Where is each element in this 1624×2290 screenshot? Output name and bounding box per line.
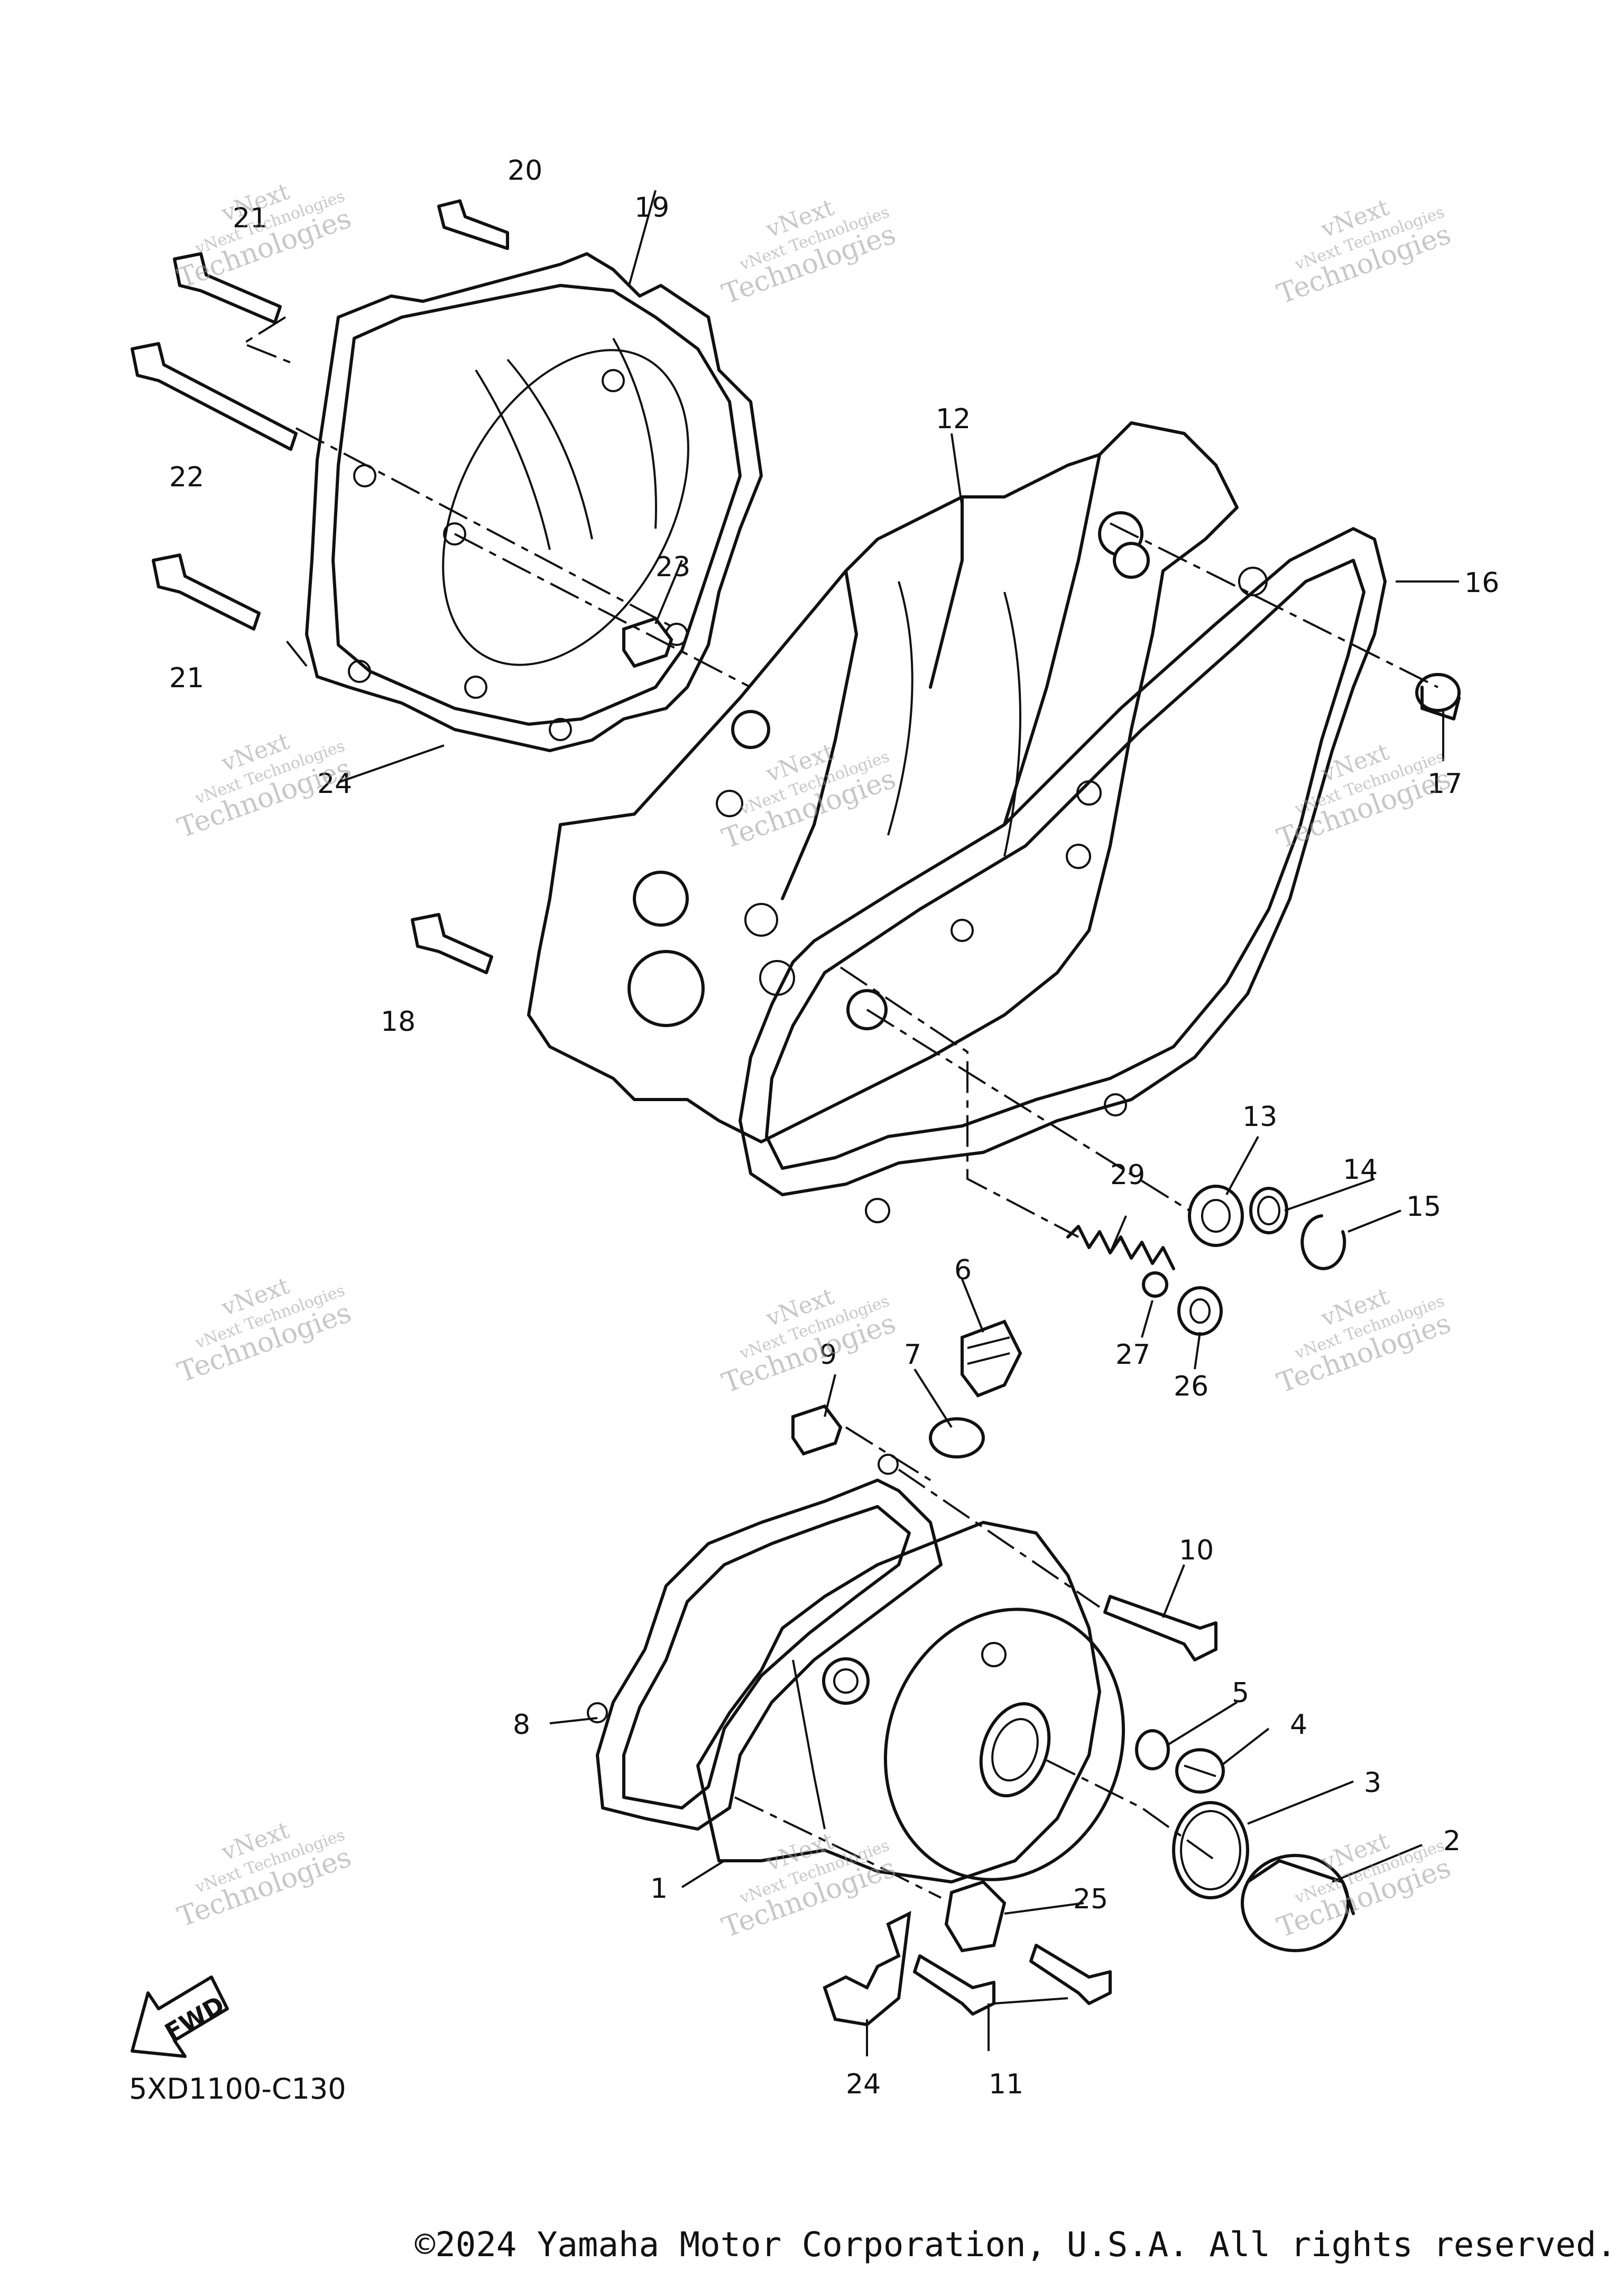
- callout-25: 24: [846, 2069, 881, 2100]
- callout-3: 3: [1364, 1767, 1381, 1799]
- bolt-11: [913, 1944, 1112, 2016]
- callout-26: 25: [1073, 1883, 1108, 1915]
- callout-21-lower: 21: [169, 662, 204, 694]
- callout-21-upper: 21: [233, 202, 267, 234]
- callout-9: 9: [819, 1339, 837, 1371]
- callout-14: 14: [1343, 1154, 1378, 1186]
- drain-plug-6: [961, 1319, 1022, 1398]
- part-code: 5XD1100-C130: [129, 2072, 346, 2106]
- callout-24: 24: [317, 768, 352, 800]
- fwd-arrow-icon: FWD: [131, 1975, 229, 2058]
- dowel-17: [1415, 673, 1461, 721]
- dowel-9: [791, 1404, 843, 1456]
- o-ring-3: [1172, 1801, 1249, 1899]
- bolt-18: [411, 913, 493, 974]
- clamp-26: [944, 1880, 1007, 1953]
- callout-15: 15: [1406, 1191, 1441, 1223]
- o-ring-5: [1135, 1729, 1170, 1770]
- bolt-10: [1103, 1595, 1217, 1661]
- callout-29: 29: [1110, 1159, 1145, 1191]
- bolt-21-lower: [152, 553, 261, 631]
- collar-27: [1177, 1286, 1223, 1336]
- callout-4: 4: [1290, 1709, 1307, 1741]
- callout-18: 18: [381, 1006, 416, 1038]
- callout-2: 2: [1443, 1825, 1461, 1857]
- center-lines: [241, 316, 1438, 1899]
- fwd-label: FWD: [160, 1990, 229, 2047]
- callout-10: 10: [1179, 1535, 1214, 1566]
- callout-labels: 20 19 21 22 21 12 16 17 23 24 18 13 14 1…: [169, 155, 1499, 2100]
- callout-1: 1: [650, 1873, 668, 1905]
- clamp-25: [823, 1910, 911, 2027]
- callout-5: 5: [1232, 1677, 1249, 1709]
- callout-13: 13: [1242, 1101, 1277, 1133]
- callout-11: 11: [989, 2069, 1023, 2100]
- callout-23: 23: [656, 551, 690, 583]
- o-ring-7: [929, 1417, 985, 1458]
- callout-22: 22: [169, 461, 204, 493]
- cap-2: [1241, 1854, 1355, 1952]
- ball-28: [1142, 1271, 1168, 1298]
- washer-14: [1249, 1187, 1288, 1234]
- bolt-20: [437, 199, 509, 250]
- plug-4: [1175, 1748, 1225, 1794]
- cover-1: [696, 1521, 1125, 1883]
- callout-8: 8: [513, 1709, 530, 1741]
- leader-lines: [338, 190, 1459, 2056]
- callout-12: 12: [936, 403, 971, 435]
- callout-20: 20: [508, 155, 542, 187]
- callout-6: 6: [954, 1254, 972, 1286]
- bolt-21-upper: [173, 252, 282, 324]
- spring-29: [1066, 1225, 1175, 1270]
- callout-28: 27: [1115, 1339, 1150, 1371]
- callout-7: 7: [904, 1339, 921, 1371]
- watermark-group: vNext vNext Technologies Technologies vN…: [173, 178, 1455, 1944]
- callout-19: 19: [634, 192, 669, 224]
- gasket-8: [587, 1454, 943, 1831]
- copyright-notice: ©2024 Yamaha Motor Corporation, U.S.A. A…: [414, 2226, 1617, 2265]
- circlip-15: [1300, 1214, 1346, 1270]
- gasket-19: [305, 252, 763, 752]
- callout-16: 16: [1464, 567, 1499, 599]
- gasket-16: [739, 527, 1387, 1223]
- oil-seal-13: [1188, 1185, 1244, 1247]
- callout-17: 17: [1427, 768, 1462, 800]
- bolt-22: [131, 342, 298, 451]
- callout-27: 26: [1174, 1371, 1208, 1402]
